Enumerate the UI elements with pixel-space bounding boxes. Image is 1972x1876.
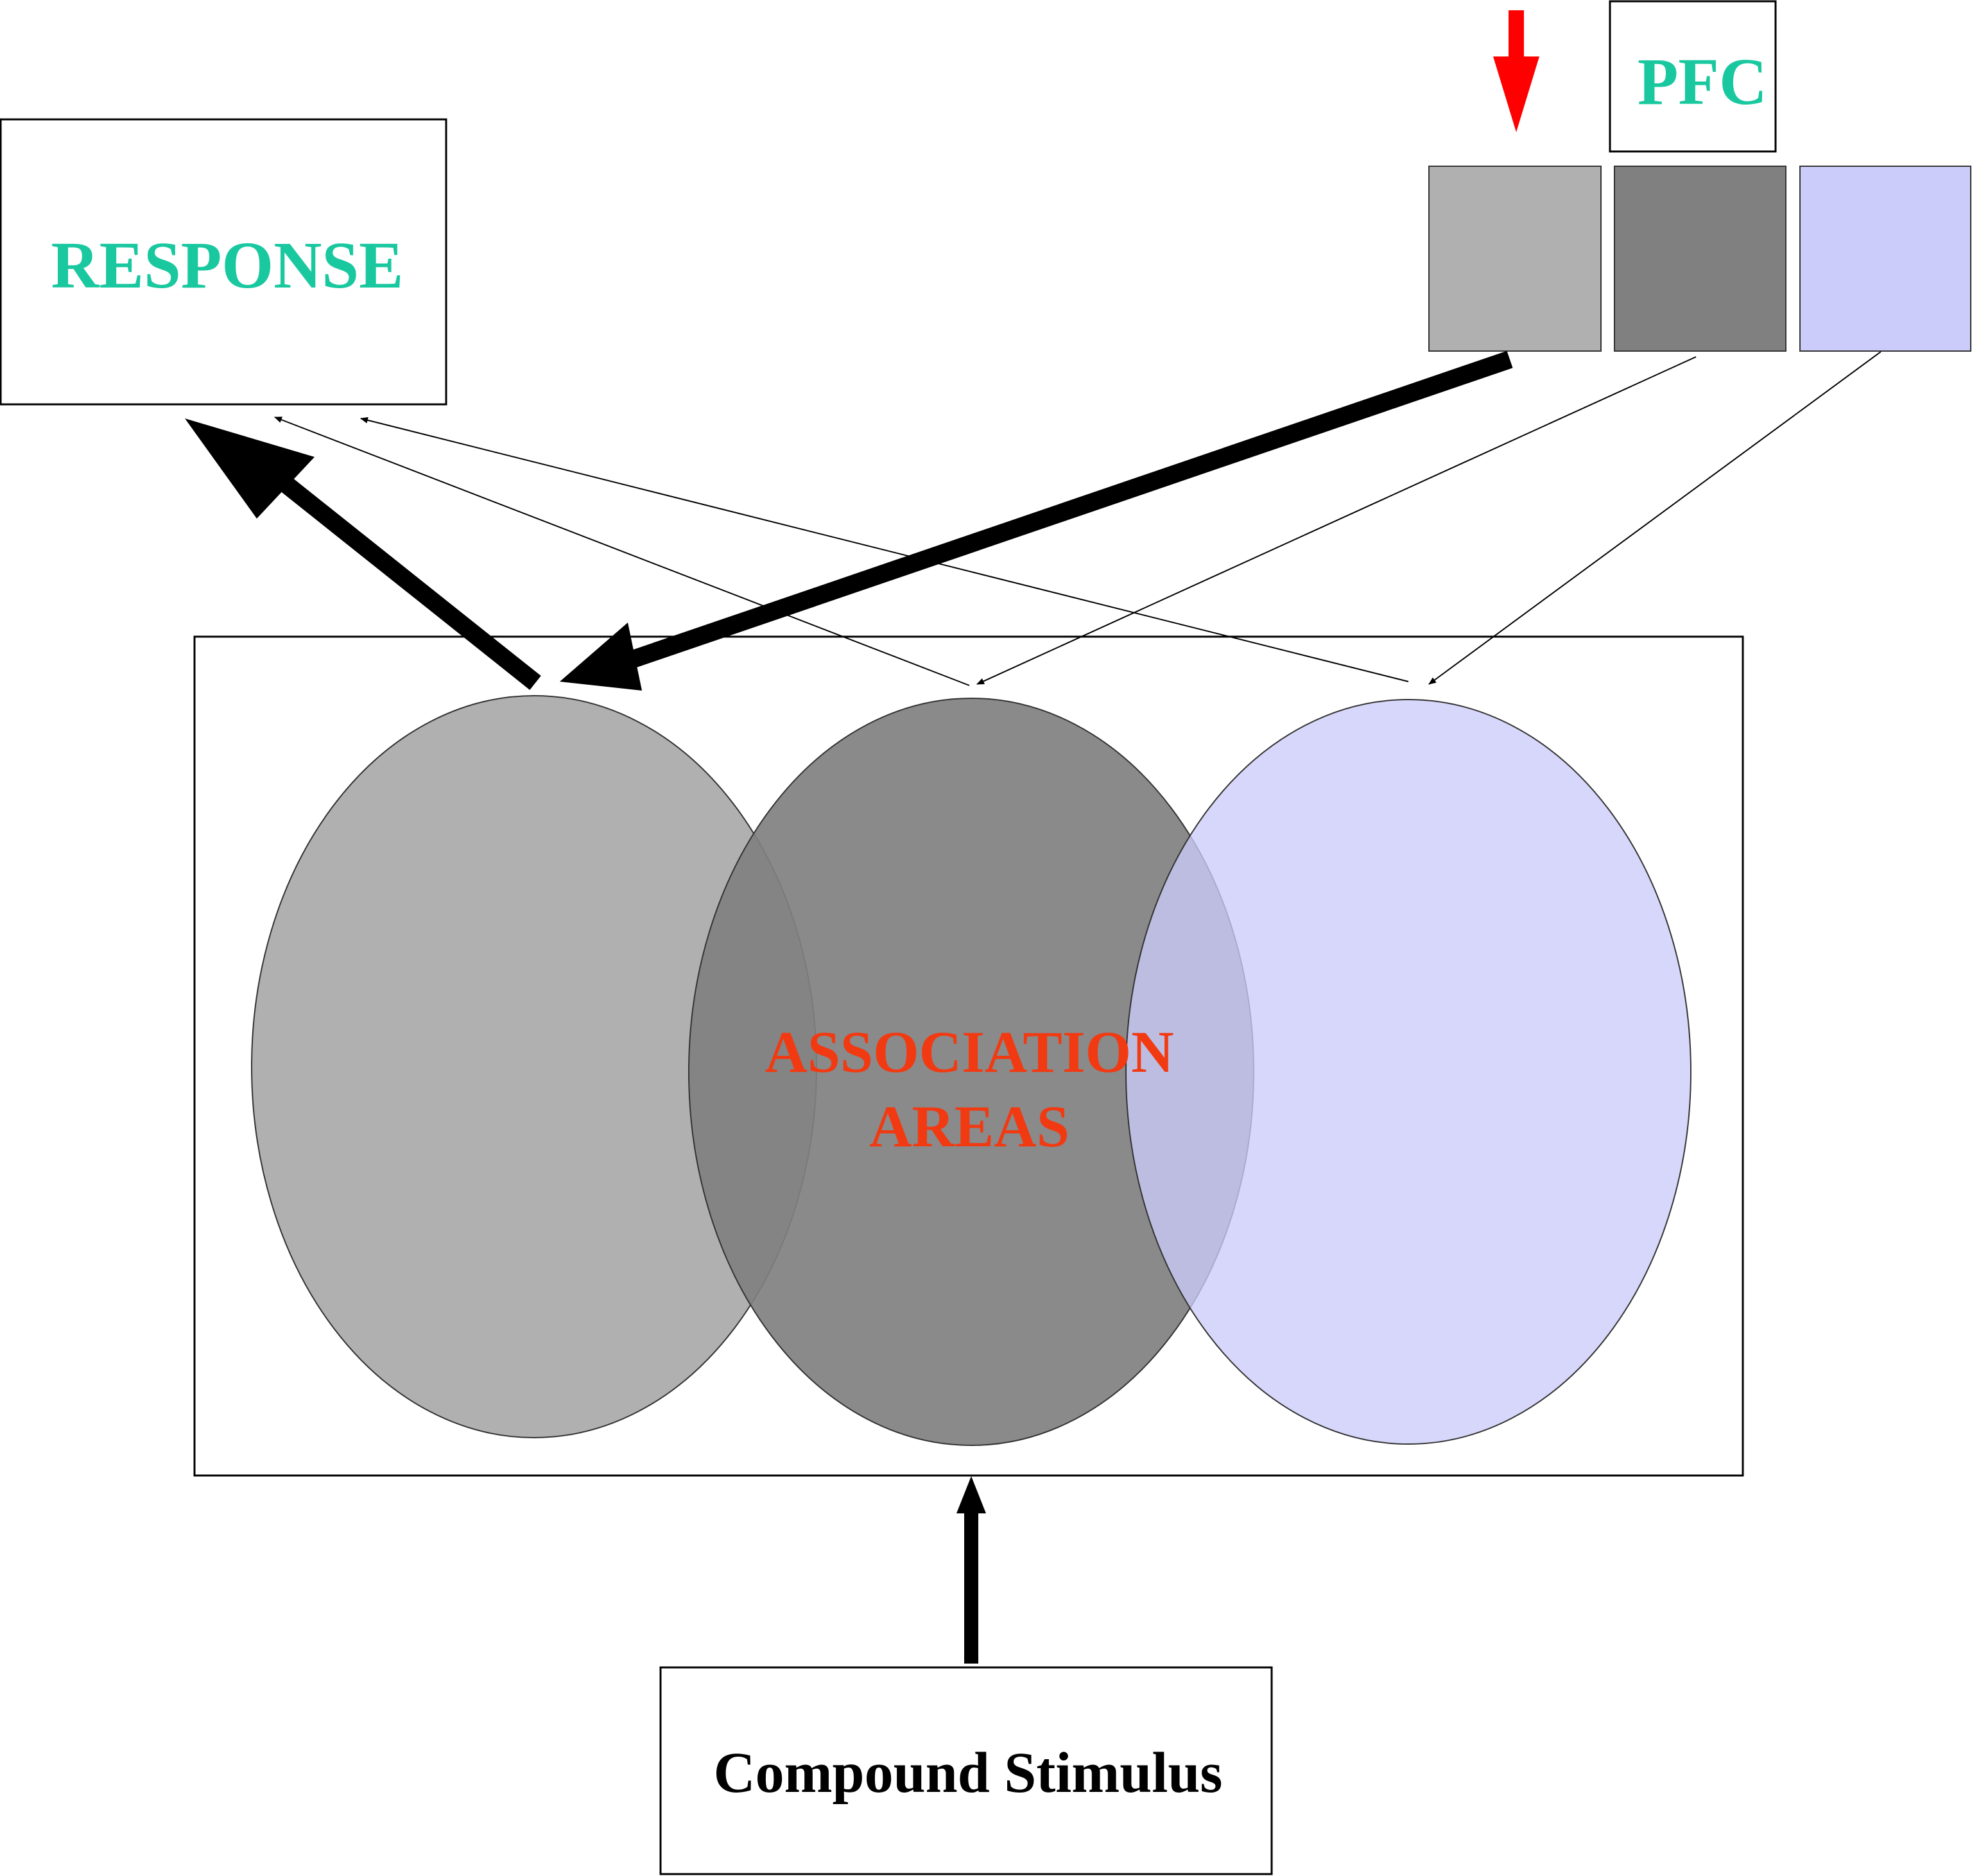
thin-arrow-right-to-response — [360, 417, 1409, 682]
association-areas-label-line2: AREAS — [869, 1094, 1069, 1159]
pfc-label: PFC — [1638, 45, 1767, 119]
compound-stimulus-box: Compound Stimulus — [659, 1666, 1273, 1875]
pfc-square-light-gray — [1428, 166, 1602, 352]
thick-arrow-association-to-response — [185, 418, 541, 690]
compound-stimulus-label: Compound Stimulus — [714, 1741, 1223, 1805]
thin-arrow-pfc-dark-to-middle — [976, 356, 1697, 685]
response-box: RESPONSE — [0, 118, 447, 406]
stimulus-arrow — [956, 1476, 986, 1664]
attention-arrow — [1493, 10, 1539, 132]
thin-arrow-middle-to-response — [274, 417, 970, 686]
thick-arrow-pfc-to-association — [560, 350, 1513, 691]
pfc-box: PFC — [1609, 0, 1777, 153]
pfc-square-lavender — [1799, 166, 1971, 352]
response-label: RESPONSE — [51, 228, 403, 302]
ellipse-lavender — [1125, 699, 1691, 1445]
pfc-square-dark-gray — [1614, 166, 1786, 352]
thin-arrow-pfc-lavender-to-right — [1428, 351, 1881, 685]
association-areas-label-line1: ASSOCIATION — [765, 1019, 1173, 1085]
